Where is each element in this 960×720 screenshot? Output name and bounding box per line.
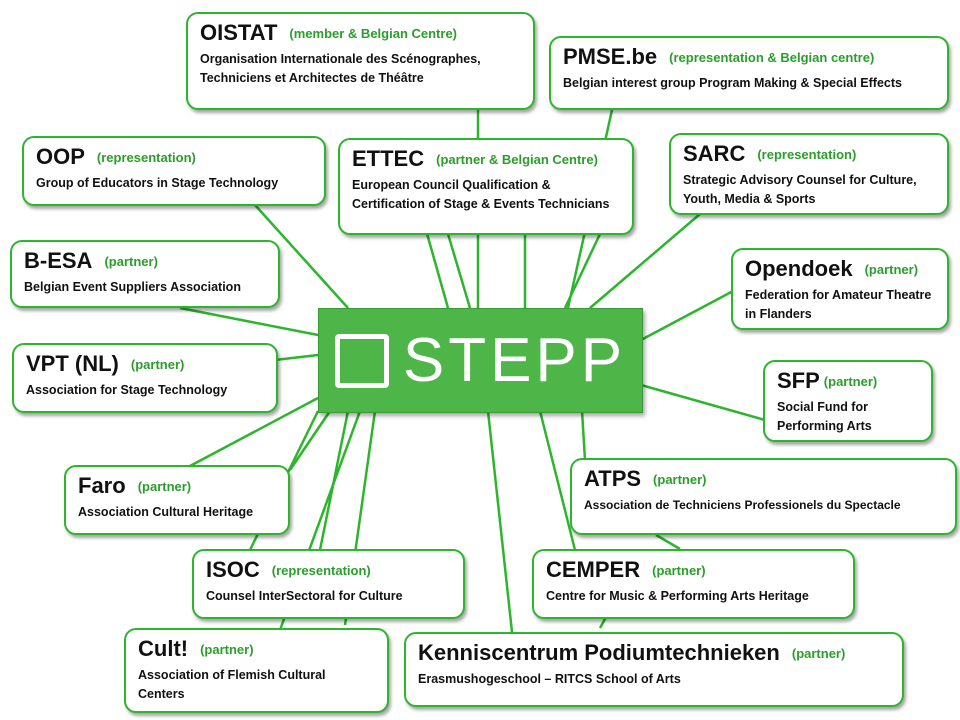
node-ettec: ETTEC (partner & Belgian Centre) European… <box>338 138 634 235</box>
connector-atps-2 <box>655 533 681 551</box>
node-name: ATPS <box>584 466 642 491</box>
node-tag: (partner) <box>130 357 185 373</box>
stepp-logo-text: STEPP <box>402 326 627 395</box>
node-isoc: ISOC (representation) Counsel InterSector… <box>192 549 465 619</box>
node-tag: (partner) <box>652 563 706 579</box>
node-name: B-ESA <box>24 248 93 273</box>
connector-faro <box>189 396 319 468</box>
node-name: OOP <box>36 144 85 169</box>
node-tag: (member & Belgian Centre) <box>289 26 457 42</box>
node-desc: Social Fund for Performing Arts <box>777 400 872 434</box>
node-name: Kenniscentrum Podiumtechnieken <box>418 640 780 665</box>
node-name: SFP <box>777 368 820 393</box>
connector-sarc <box>589 213 701 309</box>
node-tag: (partner) <box>823 374 878 390</box>
node-pmse: PMSE.be (representation & Belgian centre)… <box>549 36 949 110</box>
node-tag: (partner) <box>200 642 254 658</box>
node-tag: (representation) <box>96 150 196 166</box>
node-name: Opendoek <box>745 256 853 281</box>
node-desc: Association Cultural Heritage <box>78 505 254 520</box>
node-tag: (partner) <box>104 254 158 270</box>
node-name: OISTAT <box>200 20 278 45</box>
node-tag: (partner) <box>791 646 846 662</box>
connector-sfp <box>640 383 766 422</box>
node-tag: (partner) <box>653 472 707 488</box>
node-vpt: VPT (NL) (partner) Association for Stage … <box>12 343 278 413</box>
connector-oop <box>254 204 349 309</box>
connector-vpt <box>274 353 319 362</box>
node-name: VPT (NL) <box>26 351 119 376</box>
connector-cemper <box>538 410 577 551</box>
node-kenniscentrum: Kenniscentrum Podiumtechnieken(partner) … <box>404 632 904 707</box>
node-desc: Strategic Advisory Counsel for Culture, … <box>683 173 917 207</box>
stepp-logo-square-icon <box>334 333 389 388</box>
connector-ettec <box>446 233 472 309</box>
node-desc: Erasmushogeschool – RITCS School of Arts <box>418 672 681 687</box>
node-desc: Organisation Internationale des Scénogra… <box>200 52 481 86</box>
node-desc: Association for Stage Technology <box>26 383 228 398</box>
node-name: ISOC <box>206 557 260 582</box>
node-cult: Cult! (partner) Association of Flemish Cu… <box>124 628 389 713</box>
connector-besa <box>179 306 319 337</box>
node-tag: (representation & Belgian centre) <box>669 50 875 66</box>
node-opendoek: Opendoek (partner) Federation for Amateur… <box>731 248 949 330</box>
connector-atps <box>580 410 587 461</box>
node-sarc: SARC (representation) Strategic Advisory … <box>669 133 949 215</box>
node-oistat: OISTAT (member & Belgian Centre) Organisa… <box>186 12 535 110</box>
node-name: SARC <box>683 141 746 166</box>
node-tag: (partner) <box>864 262 919 278</box>
stepp-logo: STEPP <box>318 308 643 413</box>
node-desc: Group of Educators in Stage Technology <box>36 176 279 191</box>
node-besa: B-ESA (partner) Belgian Event Suppliers A… <box>10 240 280 308</box>
connector-faro-2 <box>288 410 332 471</box>
node-name: ETTEC <box>352 146 425 171</box>
node-desc: Belgian Event Suppliers Association <box>24 280 241 295</box>
node-name: CEMPER <box>546 557 641 582</box>
node-faro: Faro (partner) Association Cultural Herit… <box>64 465 290 535</box>
node-sfp: SFP(partner) Social Fund for Performing … <box>763 360 933 442</box>
node-desc: Counsel InterSectoral for Culture <box>206 589 403 604</box>
node-atps: ATPS (partner) Association de Techniciens… <box>570 458 957 535</box>
node-name: Faro <box>78 473 126 498</box>
node-name: Cult! <box>138 636 189 661</box>
node-desc: Federation for Amateur Theatre in Flande… <box>745 288 932 322</box>
node-tag: (partner & Belgian Centre) <box>436 152 598 168</box>
node-desc: European Council Qualification & Certifi… <box>352 178 610 212</box>
node-tag: (representation) <box>757 147 857 163</box>
node-desc: Centre for Music & Performing Arts Herit… <box>546 589 809 604</box>
node-desc: Association de Techniciens Professionels… <box>584 498 901 513</box>
node-cemper: CEMPER (partner) Centre for Music & Perfo… <box>532 549 855 619</box>
node-desc: Association of Flemish Cultural Centers <box>138 668 326 701</box>
node-oop: OOP (representation) Group of Educators i… <box>22 136 326 206</box>
connector-opendoek <box>640 288 736 342</box>
node-tag: (partner) <box>137 479 192 495</box>
node-tag: (representation) <box>271 563 371 579</box>
node-desc: Belgian interest group Program Making & … <box>563 76 902 91</box>
node-name: PMSE.be <box>563 44 658 69</box>
connector-ettec-3 <box>563 233 602 309</box>
connector-kennis <box>486 410 514 633</box>
